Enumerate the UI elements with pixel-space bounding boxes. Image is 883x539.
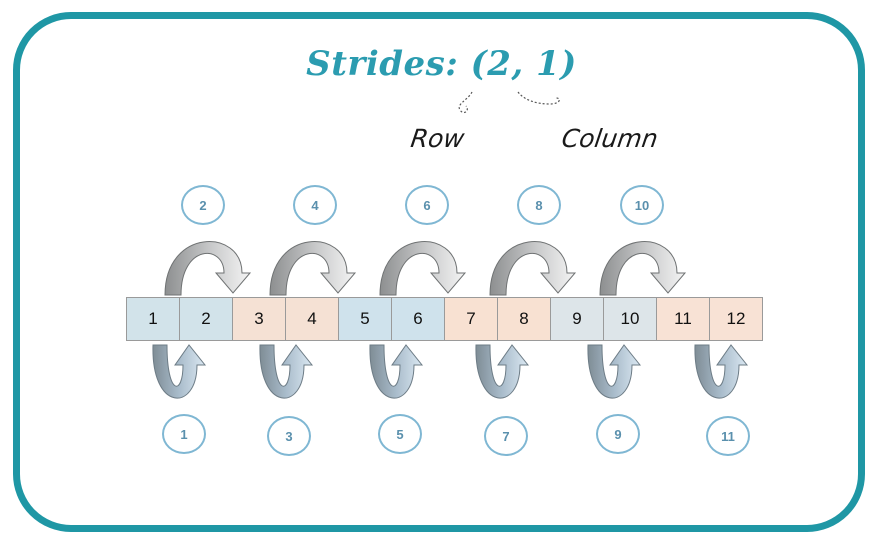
row-stride-arrow (489, 241, 577, 296)
memory-cell: 5 (338, 297, 392, 341)
column-stride-arrow (587, 344, 642, 399)
step-number-circle: 10 (620, 185, 664, 225)
memory-cell: 4 (285, 297, 339, 341)
memory-cell: 10 (603, 297, 657, 341)
column-stride-arrow (259, 344, 314, 399)
memory-cell: 3 (232, 297, 286, 341)
column-connector (517, 91, 560, 105)
step-number-circle: 8 (517, 185, 561, 225)
step-number-circle: 6 (405, 185, 449, 225)
column-stride-arrow (152, 344, 207, 399)
row-stride-arrow (269, 241, 357, 296)
step-number-circle: 11 (706, 416, 750, 456)
step-number-circle: 1 (162, 414, 206, 454)
column-stride-arrow (369, 344, 424, 399)
row-stride-arrow (599, 241, 687, 296)
memory-cell: 8 (497, 297, 551, 341)
memory-cell: 11 (656, 297, 710, 341)
step-number-circle: 4 (293, 185, 337, 225)
memory-cell: 7 (444, 297, 498, 341)
column-stride-arrow (694, 344, 749, 399)
memory-cell: 1 (126, 297, 180, 341)
row-stride-arrow (379, 241, 467, 296)
diagram-title: Strides: (2, 1) (306, 44, 577, 84)
row-stride-arrow (164, 241, 252, 296)
step-number-circle: 2 (181, 185, 225, 225)
column-stride-arrow (475, 344, 530, 399)
memory-cell: 12 (709, 297, 763, 341)
step-number-circle: 3 (267, 416, 311, 456)
step-number-circle: 5 (378, 414, 422, 454)
step-number-circle: 9 (596, 414, 640, 454)
memory-cell: 6 (391, 297, 445, 341)
memory-cell: 9 (550, 297, 604, 341)
row-connector (458, 91, 473, 114)
diagram-frame (13, 12, 865, 532)
memory-cell: 2 (179, 297, 233, 341)
step-number-circle: 7 (484, 416, 528, 456)
